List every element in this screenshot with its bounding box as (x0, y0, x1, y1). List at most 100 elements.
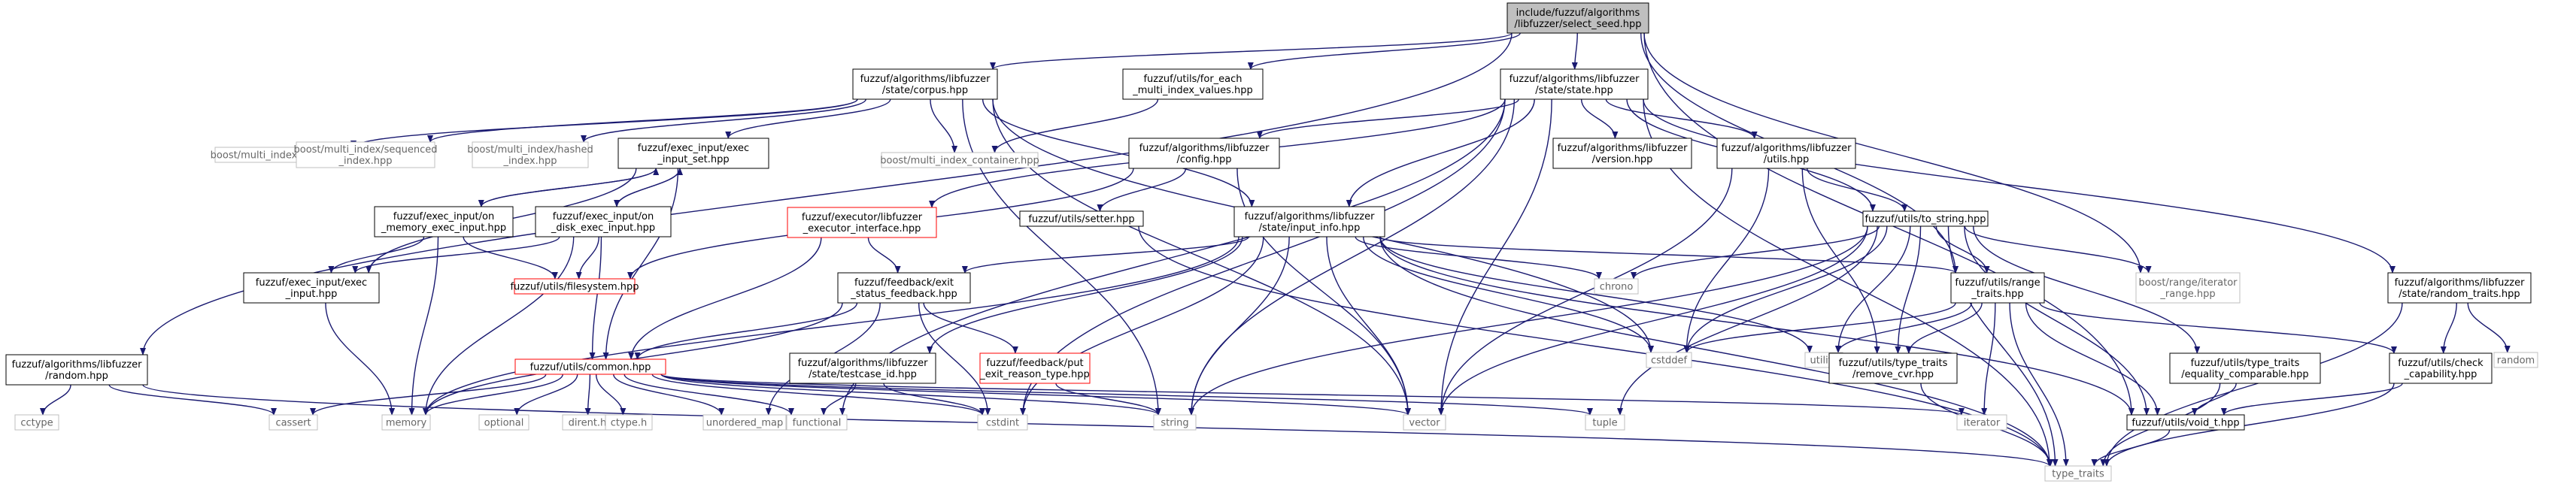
node-label-line: fuzzuf/algorithms/libfuzzer (1509, 74, 1640, 85)
node-lf-random[interactable]: fuzzuf/algorithms/libfuzzer/random.hpp (5, 354, 148, 386)
edge-common-to-optional (514, 374, 578, 416)
node-testcase-id[interactable]: fuzzuf/algorithms/libfuzzer/state/testca… (789, 352, 936, 384)
node-label-line: iterator (1964, 418, 2001, 429)
node-box (1403, 414, 1446, 431)
edge-line (1097, 168, 1187, 212)
node-box (1594, 278, 1639, 295)
node-box (786, 414, 848, 431)
edge-state-to-random_traits (1643, 98, 2395, 274)
node-box (535, 206, 672, 237)
node-disk-input[interactable]: fuzzuf/exec_input/on_disk_exec_input.hpp (535, 206, 672, 237)
node-label-line: fuzzuf/utils/check (2398, 358, 2483, 369)
node-corpus[interactable]: fuzzuf/algorithms/libfuzzer/state/corpus… (852, 68, 998, 100)
node-input-set[interactable]: fuzzuf/exec_input/exec_input_set.hpp (617, 138, 769, 169)
node-box (1128, 138, 1280, 169)
node-box (381, 414, 431, 431)
edge-line (352, 236, 560, 274)
edge-lf_utils-to-remove_cvr (1801, 168, 1880, 354)
node-box (1950, 272, 2045, 304)
edge-check_cap-to-void_t (2220, 383, 2403, 416)
node-box (2044, 465, 2112, 482)
edge-line (1571, 32, 1578, 70)
edge-lf_utils-to-cstddef (1683, 168, 1770, 353)
node-config[interactable]: fuzzuf/algorithms/libfuzzer/config.hpp (1128, 138, 1280, 169)
edge-line (1438, 98, 1552, 416)
edge-eq_comparable-to-void_t (2191, 383, 2237, 416)
node-label-line: boost/range/iterator (2138, 277, 2238, 289)
edge-line (660, 374, 1411, 416)
node-label-line: tuple (1592, 418, 1617, 429)
node-box (837, 272, 971, 304)
edge-line (2091, 429, 2171, 467)
edge-line (1643, 98, 2395, 274)
edge-line (1438, 225, 1868, 416)
node-exit-reason[interactable]: fuzzuf/feedback/put_exit_reason_type.hpp (979, 352, 1091, 384)
node-label-line: /state/state.hpp (1535, 85, 1613, 96)
edge-line (575, 236, 599, 280)
node-eq-comparable[interactable]: fuzzuf/utils/type_traits/equality_compar… (2169, 352, 2321, 384)
edge-input_info-to-cstdint (1020, 236, 1264, 416)
node-label-line: fuzzuf/algorithms/libfuzzer (1558, 143, 1688, 154)
node-label-line: unordered_map (706, 418, 784, 429)
node-dirent: dirent.h (562, 414, 613, 431)
node-box (1153, 414, 1197, 431)
node-input-info[interactable]: fuzzuf/algorithms/libfuzzer/state/input_… (1233, 206, 1385, 237)
edge-exit_feedback-to-common (634, 302, 858, 360)
node-box (605, 414, 653, 431)
node-box (2493, 352, 2538, 368)
node-label-line: fuzzuf/utils/type_traits (2191, 358, 2300, 369)
edge-void_t-to-type_traits (2091, 429, 2171, 467)
node-common[interactable]: fuzzuf/utils/common.hpp (514, 358, 666, 375)
node-exit-feedback[interactable]: fuzzuf/feedback/exit_status_feedback.hpp (837, 272, 971, 304)
node-void-t[interactable]: fuzzuf/utils/void_t.hpp (2126, 414, 2245, 431)
node-check-cap[interactable]: fuzzuf/utils/check_capability.hpp (2389, 352, 2493, 384)
edge-state-to-config (1256, 98, 1519, 139)
header-nodes: include/fuzzuf/algorithms/libfuzzer/sele… (5, 2, 2538, 482)
edge-line (1835, 225, 1911, 353)
node-executor-iface[interactable]: fuzzuf/executor/libfuzzer_executor_inter… (787, 207, 937, 238)
node-random-traits[interactable]: fuzzuf/algorithms/libfuzzer/state/random… (2387, 272, 2532, 304)
node-filesystem[interactable]: fuzzuf/utils/filesystem.hpp (510, 278, 639, 295)
node-version[interactable]: fuzzuf/algorithms/libfuzzer/version.hpp (1552, 138, 1692, 169)
node-mem-input[interactable]: fuzzuf/exec_input/on_memory_exec_input.h… (374, 206, 514, 237)
node-label-line: chrono (1600, 282, 1634, 293)
edge-lf_random-to-cctype (39, 384, 71, 416)
node-label-line: fuzzuf/utils/type_traits (1839, 358, 1948, 369)
edge-line (624, 374, 794, 416)
node-setter[interactable]: fuzzuf/utils/setter.hpp (1019, 210, 1144, 227)
edge-input_info-to-range_traits (1379, 236, 1959, 274)
edge-line (423, 236, 575, 416)
edge-corpus-to-input_info (982, 98, 1255, 207)
edge-line (1379, 236, 1959, 274)
node-range-traits[interactable]: fuzzuf/utils/range_traits.hpp (1950, 272, 2045, 304)
edge-line (1363, 236, 1654, 353)
edge-disk_input-to-input_set (616, 168, 683, 207)
node-exec-input[interactable]: fuzzuf/exec_input/exec_input.hpp (243, 272, 380, 304)
node-label-line: string (1161, 418, 1188, 429)
node-box (789, 352, 936, 384)
edge-range_traits-to-iterator (1981, 302, 1996, 416)
node-label-line: fuzzuf/algorithms/libfuzzer (1139, 143, 1270, 154)
node-cassert: cassert (269, 414, 318, 431)
edge-line (1643, 32, 2144, 274)
edge-line (514, 374, 578, 416)
edge-to_string-to-iter_range (1964, 225, 2152, 274)
node-to-string[interactable]: fuzzuf/utils/to_string.hpp (1862, 210, 1989, 227)
node-foreach[interactable]: fuzzuf/utils/for_each_multi_index_values… (1122, 68, 1264, 100)
node-label-line: /random.hpp (45, 371, 108, 382)
node-label-line: /state/input_info.hpp (1259, 222, 1361, 234)
edge-line (1379, 236, 2053, 467)
node-state[interactable]: fuzzuf/algorithms/libfuzzer/state/state.… (1500, 68, 1649, 100)
node-remove-cvr[interactable]: fuzzuf/utils/type_traits/remove_cvr.hpp (1828, 352, 1958, 384)
node-lf-utils[interactable]: fuzzuf/algorithms/libfuzzer/utils.hpp (1716, 138, 1856, 169)
edge-line (930, 98, 958, 153)
node-box (2387, 272, 2532, 304)
edge-input_info-to-type_traits (1379, 236, 2053, 467)
edge-root-to-foreach (1247, 32, 1521, 70)
node-label-line: cstdint (986, 418, 1019, 429)
node-label-line: /version.hpp (1592, 154, 1653, 165)
edge-line (660, 374, 1593, 416)
edge-line (927, 236, 1243, 354)
node-root[interactable]: include/fuzzuf/algorithms/libfuzzer/sele… (1506, 2, 1649, 34)
edge-line (2009, 302, 2069, 467)
